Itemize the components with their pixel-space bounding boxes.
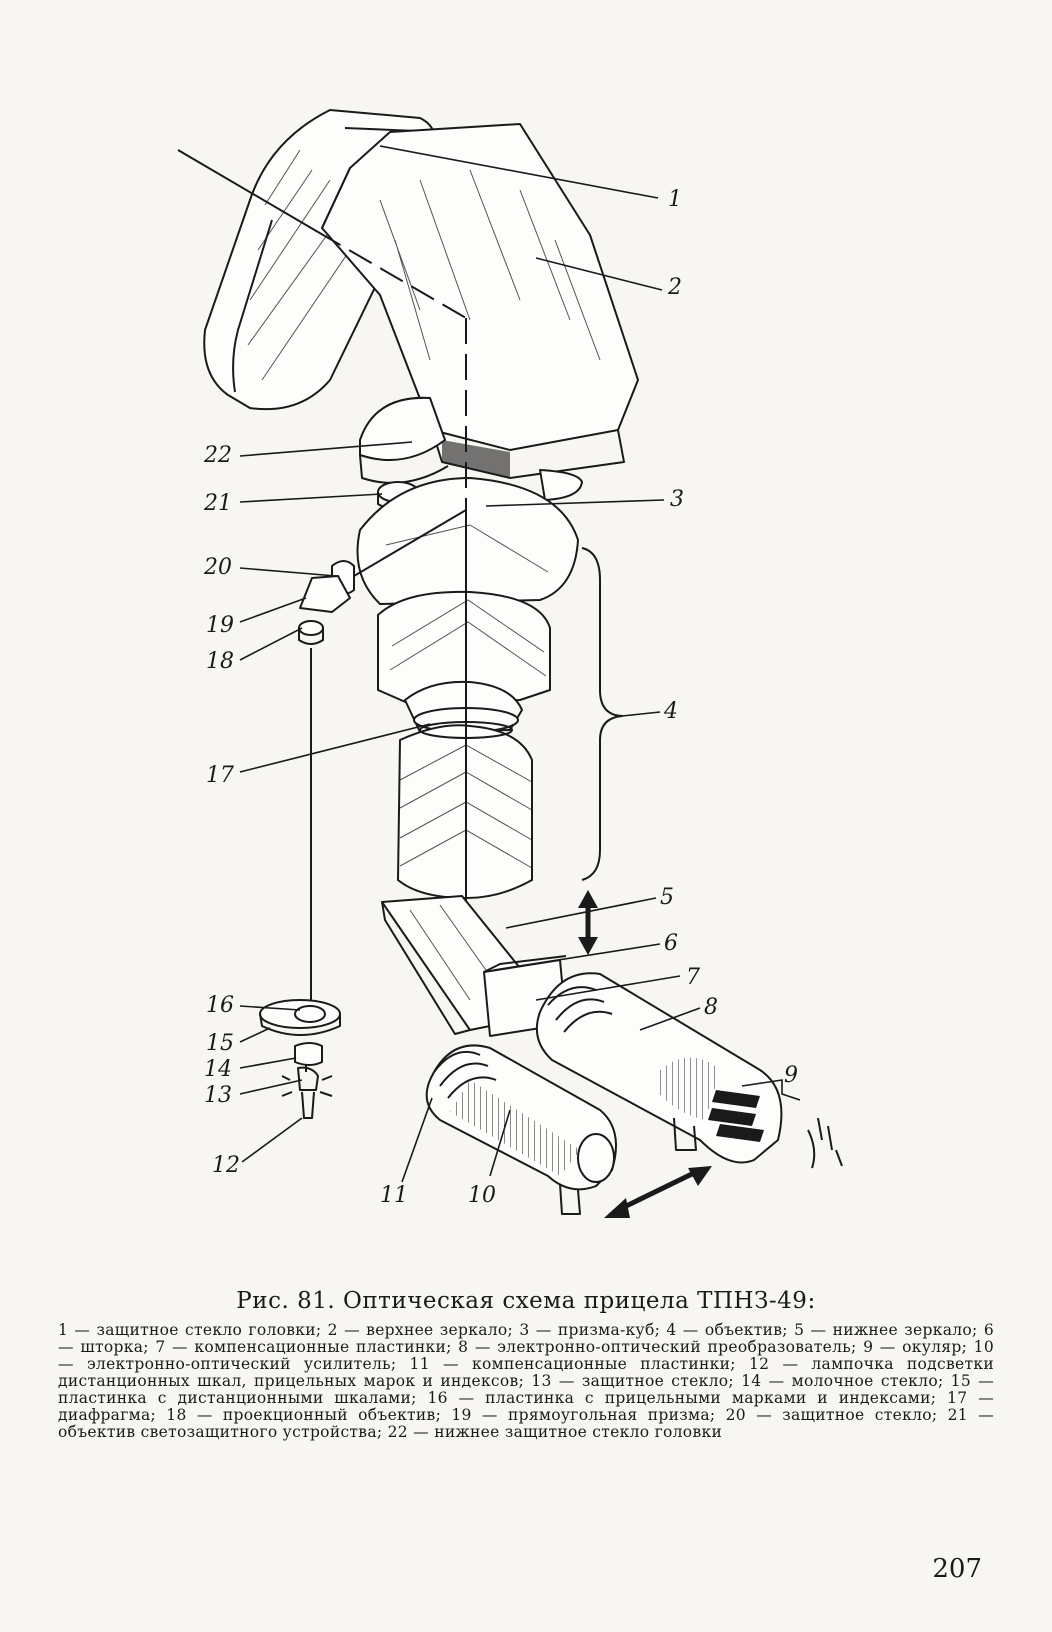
callout-leaders bbox=[239, 145, 801, 1183]
optical-scheme-drawing: 1 2 3 4 5 6 7 8 9 10 11 12 13 14 15 16 1… bbox=[177, 109, 843, 1218]
label-14: 14 bbox=[204, 1057, 232, 1082]
figure-legend: 1 — защитное стекло головки; 2 — верхнее… bbox=[58, 1321, 994, 1441]
label-19: 19 bbox=[206, 613, 234, 638]
label-16: 16 bbox=[206, 993, 234, 1018]
label-10: 10 bbox=[468, 1183, 496, 1208]
eyepiece-motion-arrow bbox=[604, 1166, 712, 1218]
label-22: 22 bbox=[203, 443, 232, 468]
upper-mirror bbox=[321, 123, 639, 479]
objective-lens-stack bbox=[356, 477, 579, 899]
label-12: 12 bbox=[212, 1153, 240, 1178]
reticle-illumination-stack bbox=[259, 999, 341, 1119]
label-8: 8 bbox=[704, 995, 718, 1020]
page-number: 207 bbox=[932, 1554, 982, 1584]
side-branch-optics bbox=[298, 560, 355, 645]
label-4: 4 bbox=[663, 699, 678, 724]
callout-labels: 1 2 3 4 5 6 7 8 9 10 11 12 13 14 15 16 1… bbox=[203, 187, 798, 1208]
label-9: 9 bbox=[784, 1063, 798, 1088]
figure-caption-title: Рис. 81. Оптическая схема прицела ТПНЗ-4… bbox=[236, 1288, 816, 1314]
label-20: 20 bbox=[203, 555, 232, 580]
label-17: 17 bbox=[206, 763, 234, 788]
image-intensifier-tube bbox=[425, 1044, 617, 1215]
label-5: 5 bbox=[660, 885, 674, 910]
image-converter-tube bbox=[536, 972, 843, 1169]
label-11: 11 bbox=[380, 1183, 408, 1208]
objective-bracket bbox=[581, 547, 623, 881]
label-21: 21 bbox=[203, 491, 232, 516]
label-18: 18 bbox=[206, 649, 234, 674]
label-13: 13 bbox=[204, 1083, 232, 1108]
mirror-motion-arrow bbox=[578, 890, 598, 955]
label-7: 7 bbox=[686, 965, 700, 990]
label-6: 6 bbox=[664, 931, 678, 956]
label-15: 15 bbox=[206, 1031, 234, 1056]
label-3: 3 bbox=[670, 487, 684, 512]
label-2: 2 bbox=[667, 275, 682, 300]
label-1: 1 bbox=[668, 187, 682, 212]
